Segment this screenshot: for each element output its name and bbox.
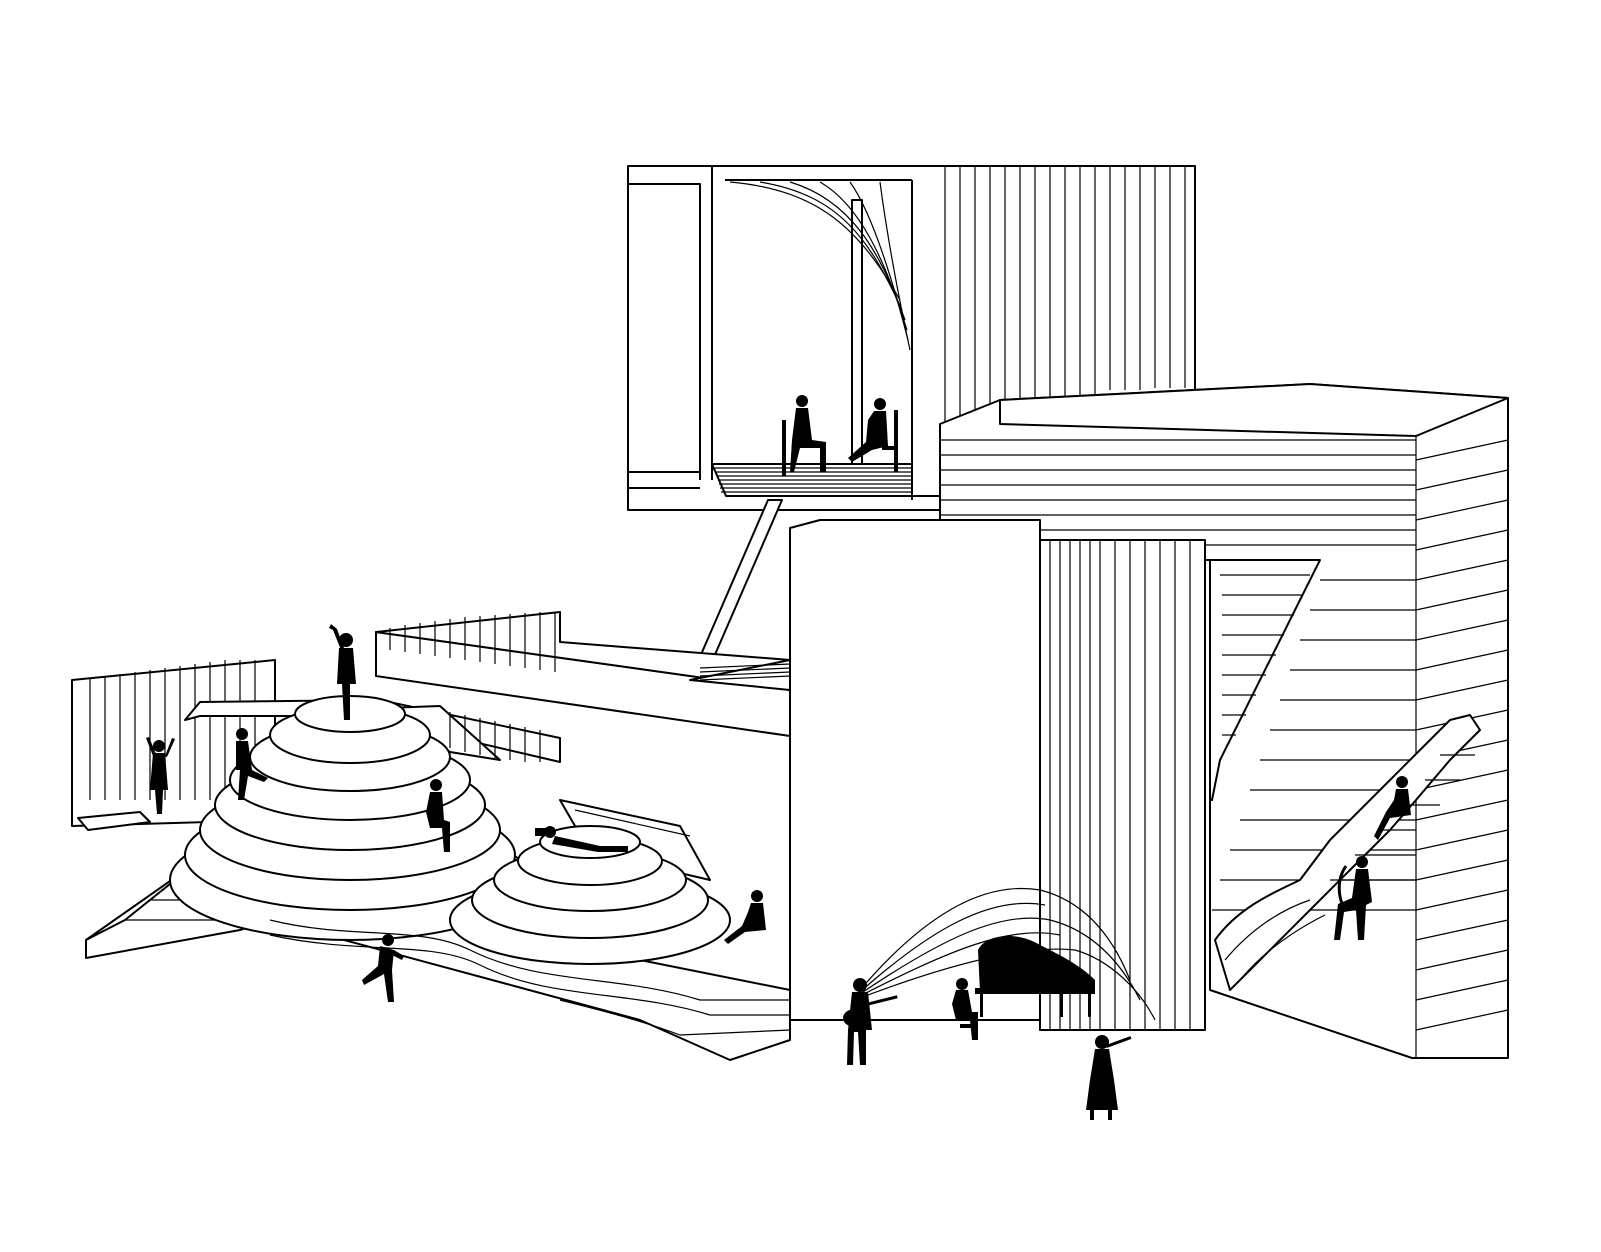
figure-sitting-on-steps (426, 779, 450, 852)
figure-running-bottom (362, 934, 404, 1002)
central-wall (689, 499, 1206, 1031)
gallery-deck (699, 663, 791, 681)
figure-stepping-left-stairs (236, 728, 268, 800)
stepped-platforms (85, 695, 791, 1061)
figure-waving-top-stairs (329, 624, 356, 720)
right-bleacher (1214, 714, 1481, 991)
figure-arms-raised-left (146, 737, 175, 814)
grand-piano (975, 935, 1095, 1017)
figure-upper-room-seated-right (848, 398, 898, 472)
slot-slats (449, 712, 541, 762)
terrain-lines (269, 919, 791, 1061)
figure-sitting-right-upper (1374, 776, 1411, 840)
small-tiered-platform (449, 825, 731, 965)
figure-pianist (952, 978, 978, 1040)
figure-sitting-center (724, 890, 766, 944)
stepped-cavity (1209, 559, 1416, 911)
floor-hatch (715, 467, 912, 493)
central-vertical-slats (1049, 540, 1191, 1030)
figure-upper-room-seated-left (782, 395, 826, 476)
figure-harpist-right (1334, 856, 1372, 940)
upper-vertical-slats (944, 166, 1186, 430)
figure-reading-reclining (535, 826, 628, 852)
figure-guitarist (843, 978, 898, 1065)
left-block (71, 659, 381, 831)
upper-curtain (729, 181, 911, 351)
gallery-slats (389, 612, 556, 672)
figure-violinist (1086, 1035, 1132, 1120)
